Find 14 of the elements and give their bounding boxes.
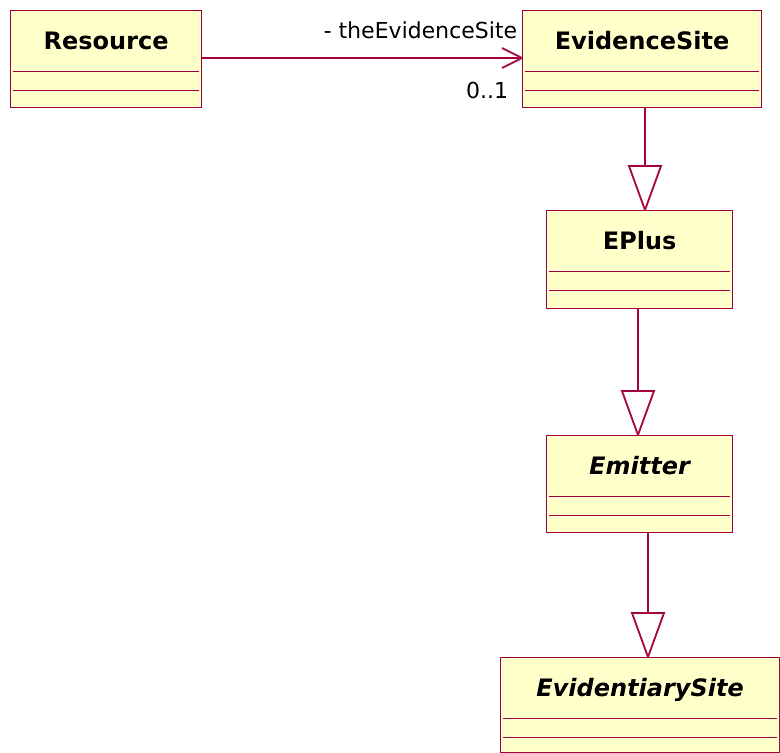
generalization-arrow [628,108,662,211]
class-box [10,10,202,108]
class-name: EvidenceSite [554,27,730,55]
class-name: EPlus [602,227,676,255]
generalization-arrow [621,309,655,436]
generalization-arrow [631,533,665,658]
association-arrow [202,47,523,69]
class-box [546,210,733,309]
abstract-class-name: Emitter [589,452,690,480]
class-box [500,657,780,753]
abstract-class-name: EvidentiarySite [536,674,744,702]
class-name: Resource [44,27,168,55]
class-box [546,435,733,533]
class-box [522,10,762,108]
